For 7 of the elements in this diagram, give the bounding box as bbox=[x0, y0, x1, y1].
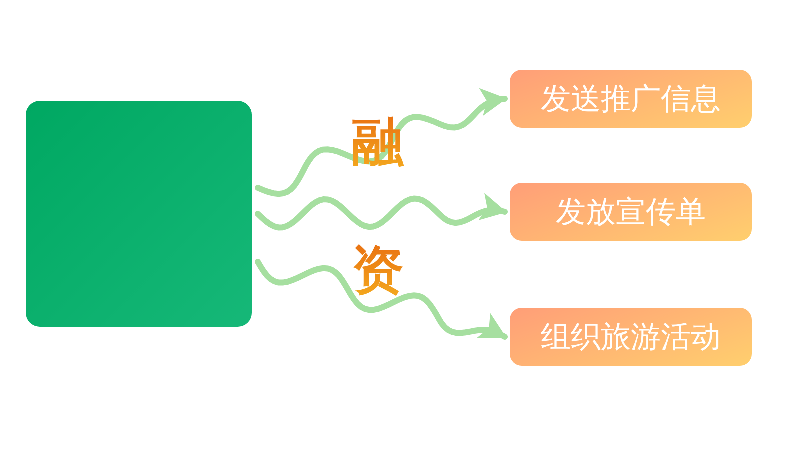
label-box: 组织旅游活动 bbox=[510, 308, 752, 366]
wavy-arrow bbox=[255, 259, 508, 340]
square-box bbox=[26, 101, 252, 327]
wavy-arrow bbox=[255, 193, 508, 231]
label-box: 发送推广信息 bbox=[510, 70, 752, 128]
wavy-arrow bbox=[255, 88, 508, 198]
label-box: 发放宣传单 bbox=[510, 183, 752, 241]
